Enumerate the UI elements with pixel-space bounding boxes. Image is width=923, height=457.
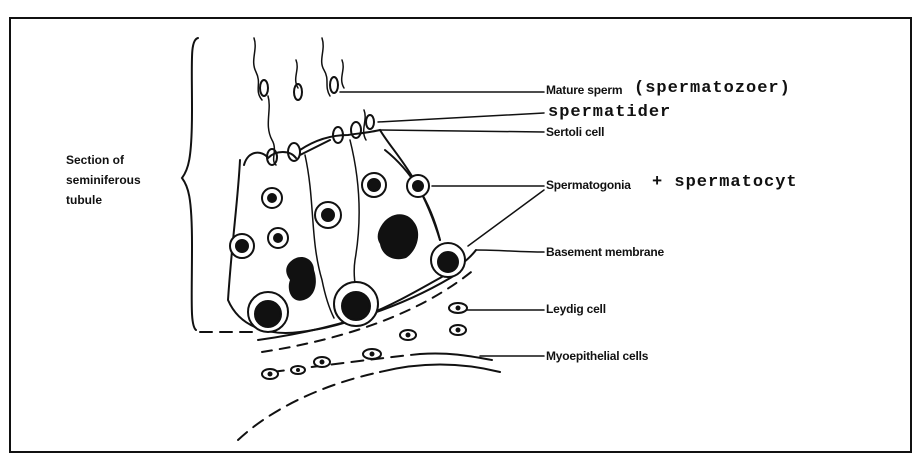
section-brace — [182, 38, 198, 330]
residual-body-1 — [286, 257, 316, 301]
myoepithelial-curve-lower — [238, 372, 380, 440]
interstitial-cell-4-nucleus — [296, 368, 300, 372]
spermatocyte-1-nucleus — [268, 194, 276, 202]
spermatid-4 — [351, 122, 361, 138]
leydig-cell-1-nucleus — [456, 306, 461, 311]
spermatogonium-2-nucleus — [413, 181, 423, 191]
label-spermatozoer: (spermatozoer) — [634, 79, 791, 98]
spermatogonium-1-nucleus — [236, 240, 248, 252]
label-sertoli-cell: Sertoli cell — [546, 125, 604, 139]
spermatocyte-4-nucleus — [368, 179, 380, 191]
sperm-tail-3 — [322, 38, 330, 96]
pointer-basement — [476, 250, 544, 252]
myoepithelial-curve-lower-solid — [380, 365, 500, 373]
spermatocyte-3-nucleus — [322, 209, 334, 221]
spermatocyte-2-nucleus — [274, 234, 282, 242]
spermatogonium-5-nucleus — [342, 292, 370, 320]
sperm-head-1 — [260, 80, 268, 96]
interstitial-cell-5-nucleus — [268, 372, 273, 377]
section-label-line1: Section of — [66, 150, 141, 170]
sperm-tail-4 — [342, 60, 344, 88]
label-spermatogonia: Spermatogonia — [546, 178, 631, 192]
section-label: Section of seminiferous tubule — [66, 150, 141, 210]
interstitial-cell-3-nucleus — [320, 360, 325, 365]
label-basement-membrane: Basement membrane — [546, 245, 664, 259]
label-spermatider: spermatider — [548, 103, 671, 122]
spermatogonium-4-nucleus — [255, 301, 281, 327]
interstitial-cell-2-nucleus — [370, 352, 375, 357]
spermatogonium-3-nucleus — [438, 252, 458, 272]
label-mature-sperm: Mature sperm — [546, 83, 622, 97]
section-label-line2: seminiferous — [66, 170, 141, 190]
sperm-head-3 — [330, 77, 338, 93]
interstitial-cell-1-nucleus — [406, 333, 411, 338]
leydig-cell-2-nucleus — [456, 328, 461, 333]
label-myoepithelial-cells: Myoepithelial cells — [546, 349, 648, 363]
residual-body-2 — [378, 214, 418, 259]
pointer-spermatider — [378, 113, 544, 122]
spermatid-2 — [288, 143, 300, 161]
label-spermatocyt: + spermatocyt — [652, 173, 798, 192]
pointer-spermatogonia-2 — [468, 190, 544, 246]
label-leydig-cell: Leydig cell — [546, 302, 606, 316]
section-label-line3: tubule — [66, 190, 141, 210]
pointer-sertoli — [380, 130, 544, 132]
spermatid-5 — [366, 115, 374, 129]
